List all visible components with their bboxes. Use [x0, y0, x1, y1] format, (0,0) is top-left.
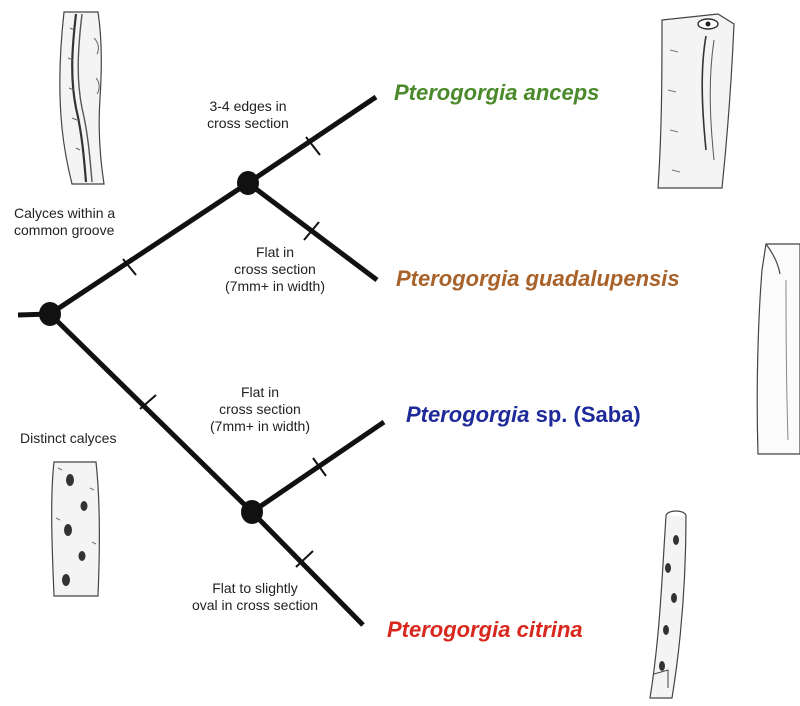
taxon-saba-epithet: sp. (Saba)	[536, 402, 641, 427]
saba-branch	[252, 422, 384, 512]
taxon-citrina-epithet: citrina	[517, 617, 583, 642]
lower-node	[241, 500, 263, 524]
root-node	[39, 302, 61, 326]
distinct-calyces-branch-sketch	[40, 458, 112, 600]
taxon-guadalupensis: Pterogorgia guadalupensis	[396, 266, 680, 292]
taxon-anceps-genus: Pterogorgia	[394, 80, 517, 105]
taxon-saba: Pterogorgia sp. (Saba)	[406, 402, 641, 428]
taxon-saba-genus: Pterogorgia	[406, 402, 529, 427]
taxon-anceps: Pterogorgia anceps	[394, 80, 599, 106]
label-flat-lower: Flat in cross section (7mm+ in width)	[185, 384, 335, 435]
citrina-branch-sketch	[632, 506, 702, 702]
guadalupensis-branch-sketch	[736, 240, 800, 456]
anceps-branch-sketch	[648, 10, 748, 192]
label-grooved-calyces: Calyces within a common groove	[14, 205, 115, 239]
taxon-guadalupensis-epithet: guadalupensis	[526, 266, 680, 291]
upper-node	[237, 171, 259, 195]
taxon-guadalupensis-genus: Pterogorgia	[396, 266, 519, 291]
taxon-citrina-genus: Pterogorgia	[387, 617, 510, 642]
taxon-anceps-epithet: anceps	[524, 80, 600, 105]
label-oval: Flat to slightly oval in cross section	[180, 580, 330, 614]
grooved-branch-sketch	[42, 8, 122, 186]
label-flat-upper: Flat in cross section (7mm+ in width)	[200, 244, 350, 295]
taxon-citrina: Pterogorgia citrina	[387, 617, 583, 643]
label-edges: 3-4 edges in cross section	[196, 98, 300, 132]
label-distinct-calyces: Distinct calyces	[20, 430, 116, 447]
